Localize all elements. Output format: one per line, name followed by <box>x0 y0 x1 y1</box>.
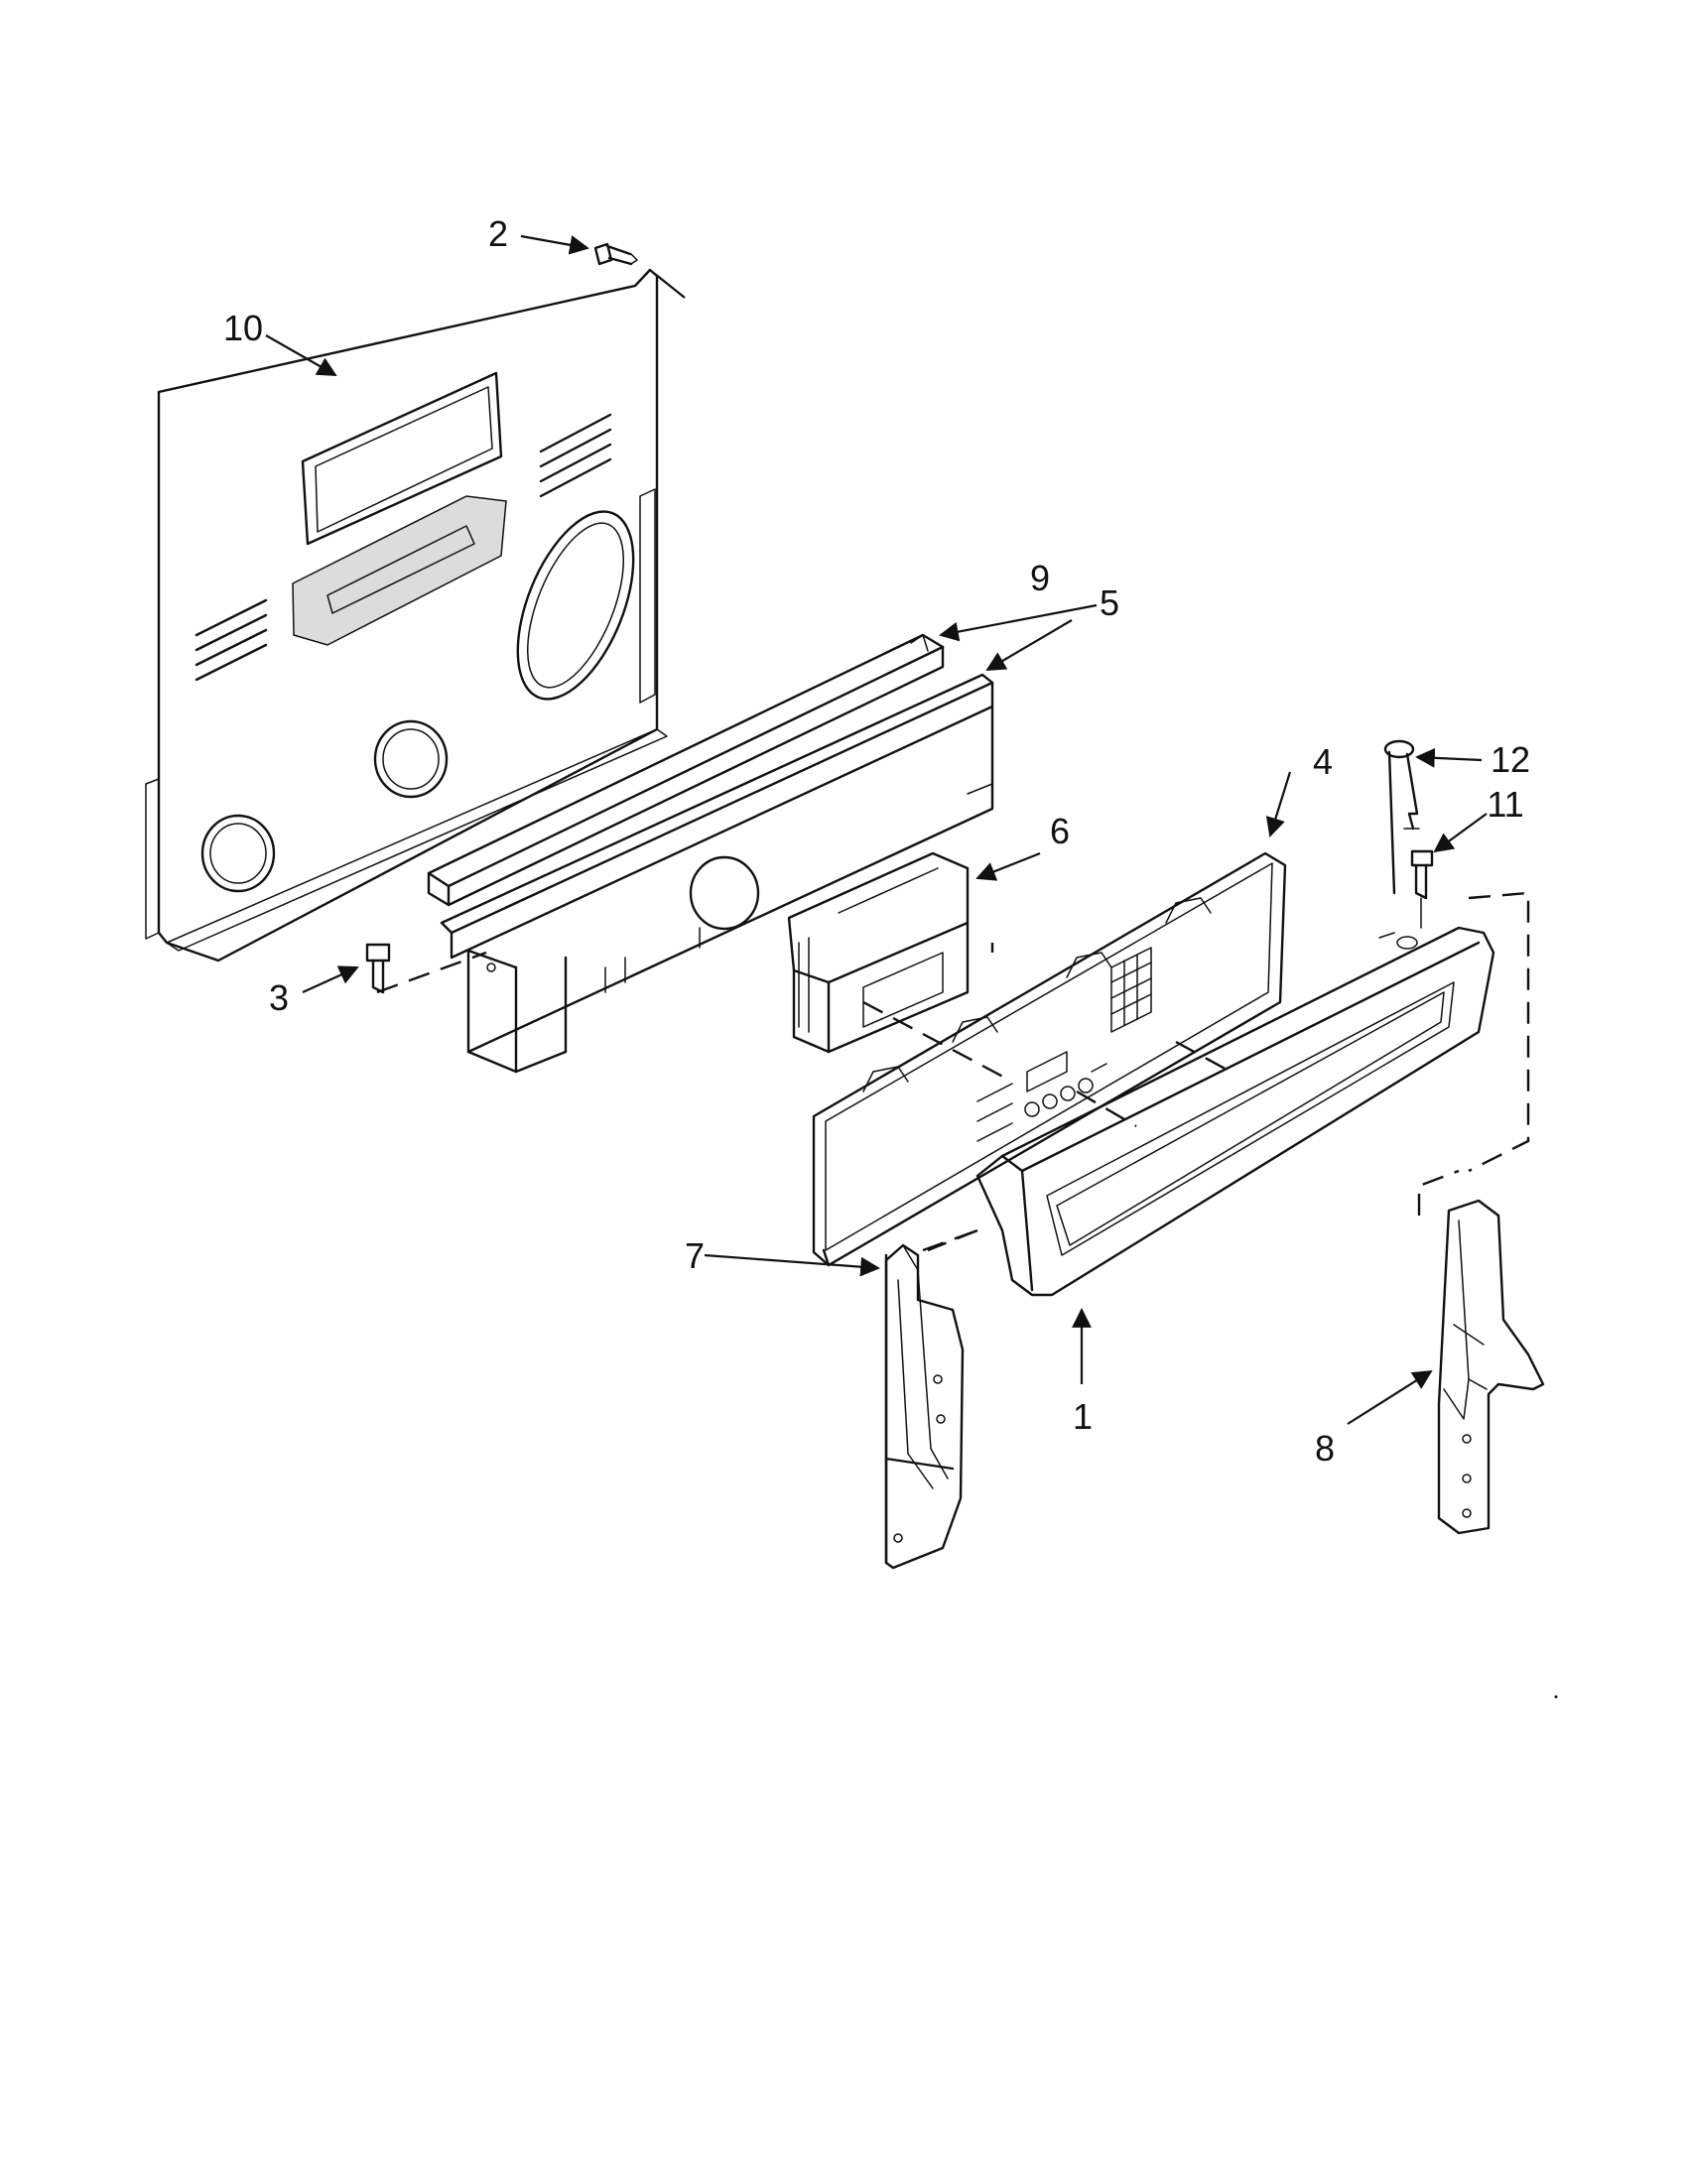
screw-part-2 <box>593 242 638 266</box>
callout-5: 5 <box>1100 582 1119 623</box>
rear-panel-part-10 <box>145 268 676 963</box>
callout-8: 8 <box>1315 1428 1335 1469</box>
callout-6: 6 <box>1050 811 1070 851</box>
stray-dot <box>1554 1695 1558 1699</box>
callout-4: 4 <box>1313 741 1333 782</box>
callout-7: 7 <box>685 1235 705 1276</box>
end-bracket-left-part-7 <box>884 1243 965 1570</box>
control-panel-part-4 <box>812 851 1287 1267</box>
bracket-part-5 <box>440 673 994 1074</box>
leader-lines <box>265 234 1488 1425</box>
callout-11: 11 <box>1487 784 1523 825</box>
callout-2: 2 <box>488 213 508 254</box>
callout-10: 10 <box>223 308 263 348</box>
end-bracket-right-part-8 <box>1437 1199 1545 1535</box>
fitting-part-11 <box>1410 849 1434 929</box>
vent-slots-right <box>539 413 612 498</box>
trim-housing-part-1 <box>975 926 1495 1297</box>
vent-slots-left <box>195 598 268 682</box>
callout-9: 9 <box>1030 558 1050 598</box>
control-board-part-6 <box>787 851 970 1054</box>
callout-3: 3 <box>269 977 289 1018</box>
callout-12: 12 <box>1491 739 1530 780</box>
callout-1: 1 <box>1073 1396 1093 1437</box>
screw-part-3 <box>365 943 391 994</box>
callout-labels: 1 2 3 4 5 6 7 8 9 10 11 12 <box>223 213 1530 1469</box>
sensor-part-12 <box>1383 739 1420 895</box>
rail-part-9 <box>427 633 945 907</box>
